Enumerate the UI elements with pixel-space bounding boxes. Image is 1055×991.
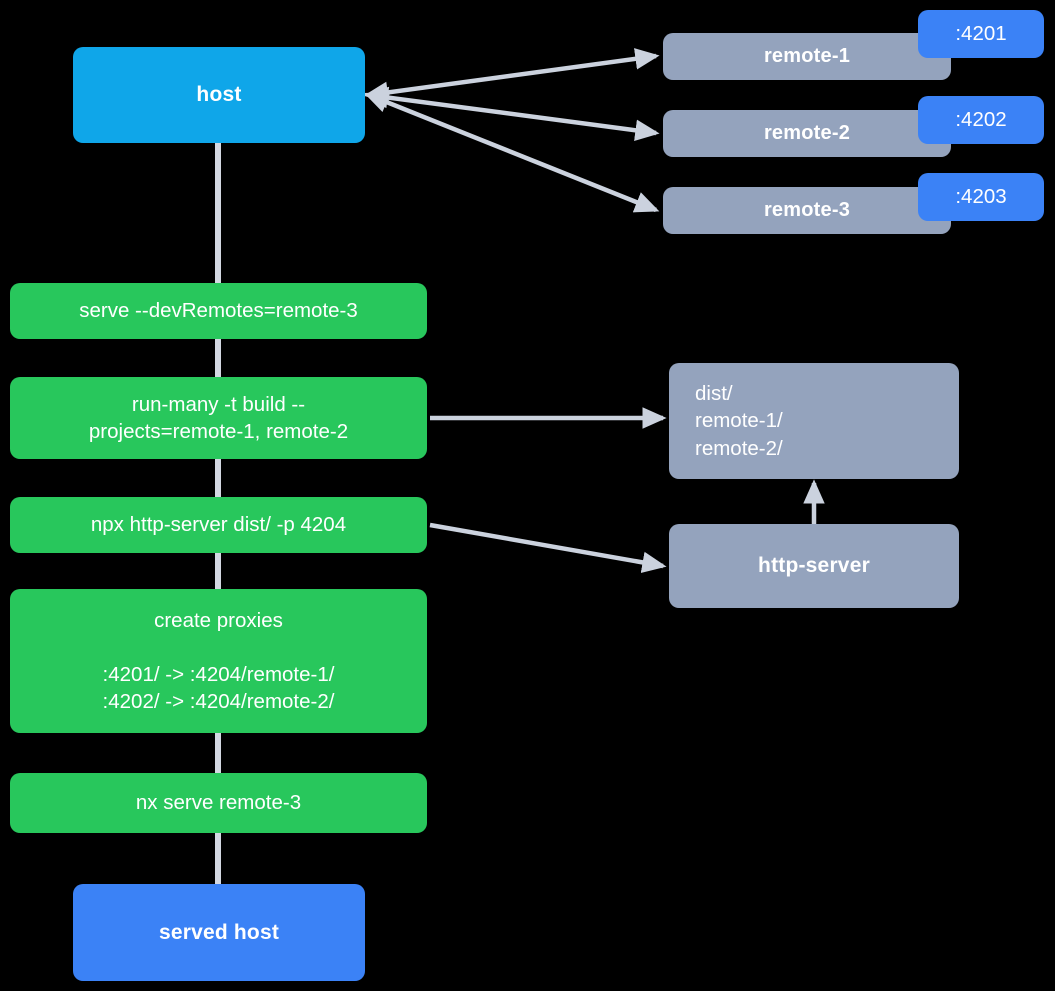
connector-host-to-serve <box>215 138 221 286</box>
node-served-host[interactable]: served host <box>73 884 365 981</box>
connector-proxies-to-nxserve <box>215 730 221 774</box>
edge-host-to-remote-1 <box>363 48 660 104</box>
edge-npx-to-httpserver <box>429 522 667 574</box>
connector-runmany-to-npx <box>215 456 221 500</box>
node-dist-folder[interactable]: dist/ remote-1/ remote-2/ <box>669 363 959 479</box>
port-badge-remote-2[interactable]: :4202 <box>918 96 1044 144</box>
command-npx-http-server[interactable]: npx http-server dist/ -p 4204 <box>10 497 427 553</box>
node-remote-2[interactable]: remote-2 <box>663 110 951 157</box>
node-host[interactable]: host <box>73 47 365 143</box>
connector-nxserve-to-servedhost <box>215 830 221 886</box>
node-http-server[interactable]: http-server <box>669 524 959 608</box>
command-run-many-build[interactable]: run-many -t build -- projects=remote-1, … <box>10 377 427 459</box>
node-remote-1[interactable]: remote-1 <box>663 33 951 80</box>
edge-host-to-remote-2 <box>363 86 660 141</box>
connector-serve-to-runmany <box>215 336 221 380</box>
connector-npx-to-proxies <box>215 546 221 592</box>
command-create-proxies[interactable]: create proxies :4201/ -> :4204/remote-1/… <box>10 589 427 733</box>
command-serve-devremotes[interactable]: serve --devRemotes=remote-3 <box>10 283 427 339</box>
port-badge-remote-1[interactable]: :4201 <box>918 10 1044 58</box>
port-badge-remote-3[interactable]: :4203 <box>918 173 1044 221</box>
command-nx-serve-remote-3[interactable]: nx serve remote-3 <box>10 773 427 833</box>
edge-host-to-remote-3 <box>363 92 660 213</box>
node-remote-3[interactable]: remote-3 <box>663 187 951 234</box>
